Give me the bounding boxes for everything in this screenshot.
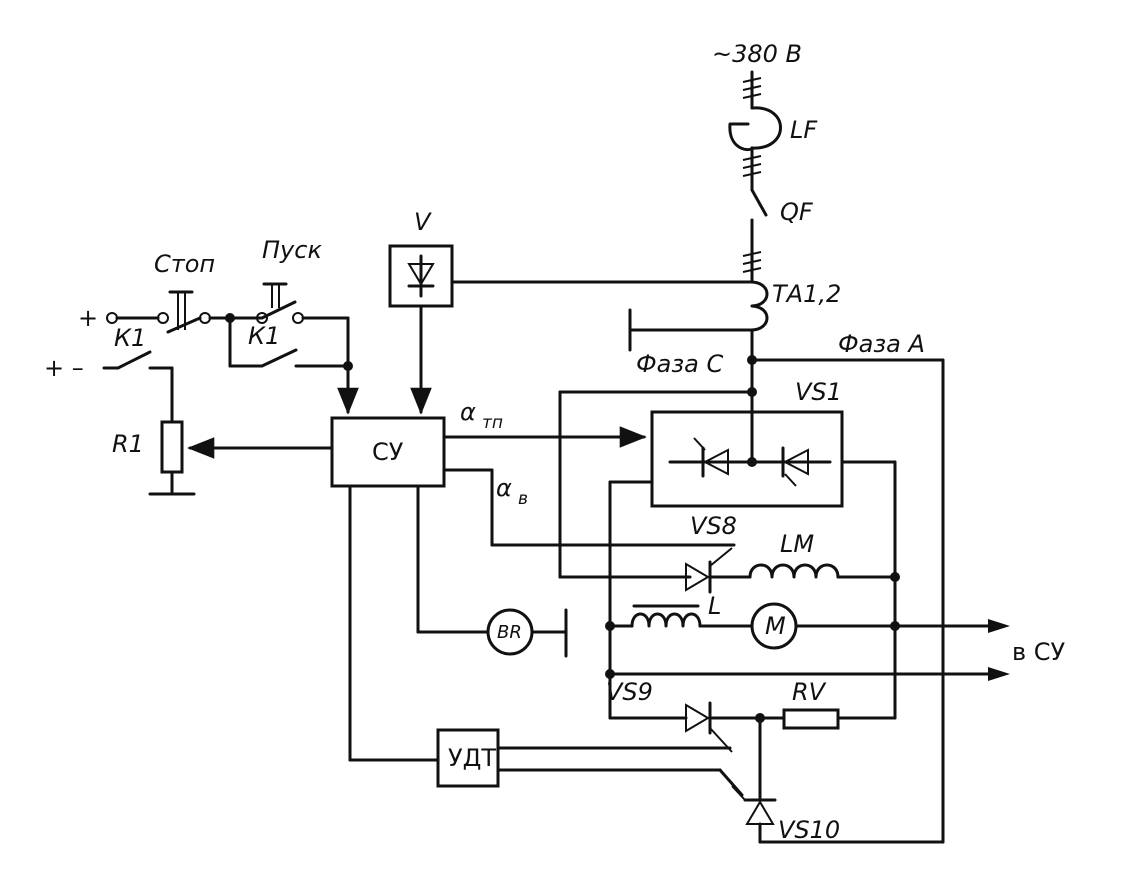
alpha-v-subscript: в (518, 489, 528, 509)
stop-button: Стоп (154, 250, 215, 334)
stop-label: Стоп (154, 250, 215, 278)
qf-breaker: QF (742, 188, 814, 284)
su-control-block: СУ (330, 416, 446, 488)
ta-current-transformer: ТА1,2 (450, 280, 841, 352)
phase-a-line: Фаза А (750, 330, 945, 844)
k1-right-label: К1 (248, 322, 280, 350)
l-inductor: L (608, 592, 754, 628)
m-motor: М (750, 602, 1002, 650)
vs9-label: VS9 (606, 678, 653, 706)
alpha-v-signal: α в (442, 468, 736, 547)
udt-label: УДТ (448, 744, 496, 772)
phase-c-line: Фаза С (558, 350, 754, 579)
vs1-thyristor-block: VS1 (650, 378, 844, 508)
alpha-tp-signal: α тп (442, 398, 647, 448)
alpha-v-symbol: α (496, 474, 512, 502)
vs8-thyristor: VS8 (685, 512, 752, 594)
l-label: L (708, 592, 721, 620)
to-su-label: в СУ (1012, 638, 1066, 666)
k1-left-label: К1 (114, 324, 146, 352)
alpha-tp-subscript: тп (482, 413, 503, 433)
supply-label: ~380 В (712, 40, 802, 68)
vs9-thyristor: VS9 (606, 678, 786, 753)
br-label: BR (497, 622, 522, 643)
rv-label: RV (792, 678, 827, 706)
vs10-label: VS10 (778, 816, 840, 844)
lf-filter-symbol: LF (728, 106, 818, 192)
alpha-tp-symbol: α (460, 398, 476, 426)
lm-label: LM (780, 530, 814, 558)
udt-block: УДТ (348, 484, 744, 797)
lf-label: LF (790, 116, 818, 144)
rv-resistor: RV (782, 678, 897, 730)
r1-label: R1 (112, 430, 144, 458)
br-tachogenerator: BR (416, 484, 568, 658)
phase-c-label: Фаза С (636, 350, 723, 378)
k1-lower-contact: + – К1 (44, 324, 174, 382)
supply-input: ~380 В (712, 40, 802, 110)
qf-label: QF (780, 198, 814, 226)
ta-label: ТА1,2 (772, 280, 841, 308)
v-label: V (414, 208, 432, 236)
v-rectifier-block: V (388, 208, 454, 415)
start-label: Пуск (262, 236, 322, 264)
r1-potentiometer: R1 (112, 366, 334, 496)
vs1-label: VS1 (795, 378, 842, 406)
vs8-label: VS8 (690, 512, 737, 540)
plus-minus-label: + – (44, 354, 84, 382)
lm-winding: LM (748, 530, 897, 579)
plus-label: + (78, 304, 98, 332)
vs10-thyristor: VS10 (731, 716, 840, 844)
su-label: СУ (372, 438, 404, 466)
control-circuit-top: + (78, 304, 169, 332)
m-label: М (765, 612, 786, 640)
k1-right-contact: К1 (228, 316, 353, 371)
phase-a-label: Фаза А (838, 330, 925, 358)
